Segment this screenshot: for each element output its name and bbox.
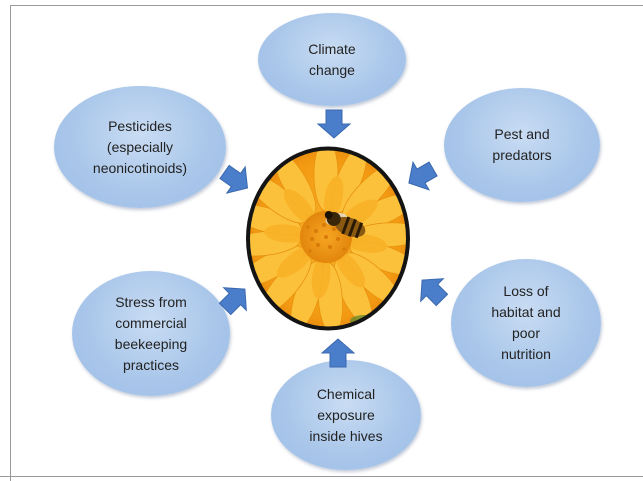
node-pest-and-predators: Pest and predators — [444, 88, 600, 202]
node-chemical-exposure: Chemical exposure inside hives — [271, 360, 421, 470]
node-stress-beekeeping-label: Stress from commercial beekeeping practi… — [115, 292, 187, 376]
node-pesticides: Pesticides (especially neonicotinoids) — [54, 86, 226, 208]
node-chemical-exposure-label: Chemical exposure inside hives — [309, 384, 382, 447]
node-stress-beekeeping: Stress from commercial beekeeping practi… — [72, 271, 230, 396]
node-loss-of-habitat-label: Loss of habitat and poor nutrition — [491, 281, 560, 365]
flower-with-bee-photo-icon — [244, 145, 412, 332]
node-pest-and-predators-label: Pest and predators — [492, 124, 551, 166]
node-climate-change: Climate change — [258, 13, 406, 106]
frame-border-bottom — [0, 476, 643, 477]
frame-border-left — [10, 5, 11, 481]
arrow-from-habitat — [411, 269, 453, 311]
node-pesticides-label: Pesticides (especially neonicotinoids) — [93, 116, 187, 179]
frame-border-top — [10, 5, 643, 6]
arrow-from-climate — [318, 110, 350, 138]
node-climate-change-label: Climate change — [308, 39, 355, 81]
node-loss-of-habitat: Loss of habitat and poor nutrition — [451, 259, 601, 387]
